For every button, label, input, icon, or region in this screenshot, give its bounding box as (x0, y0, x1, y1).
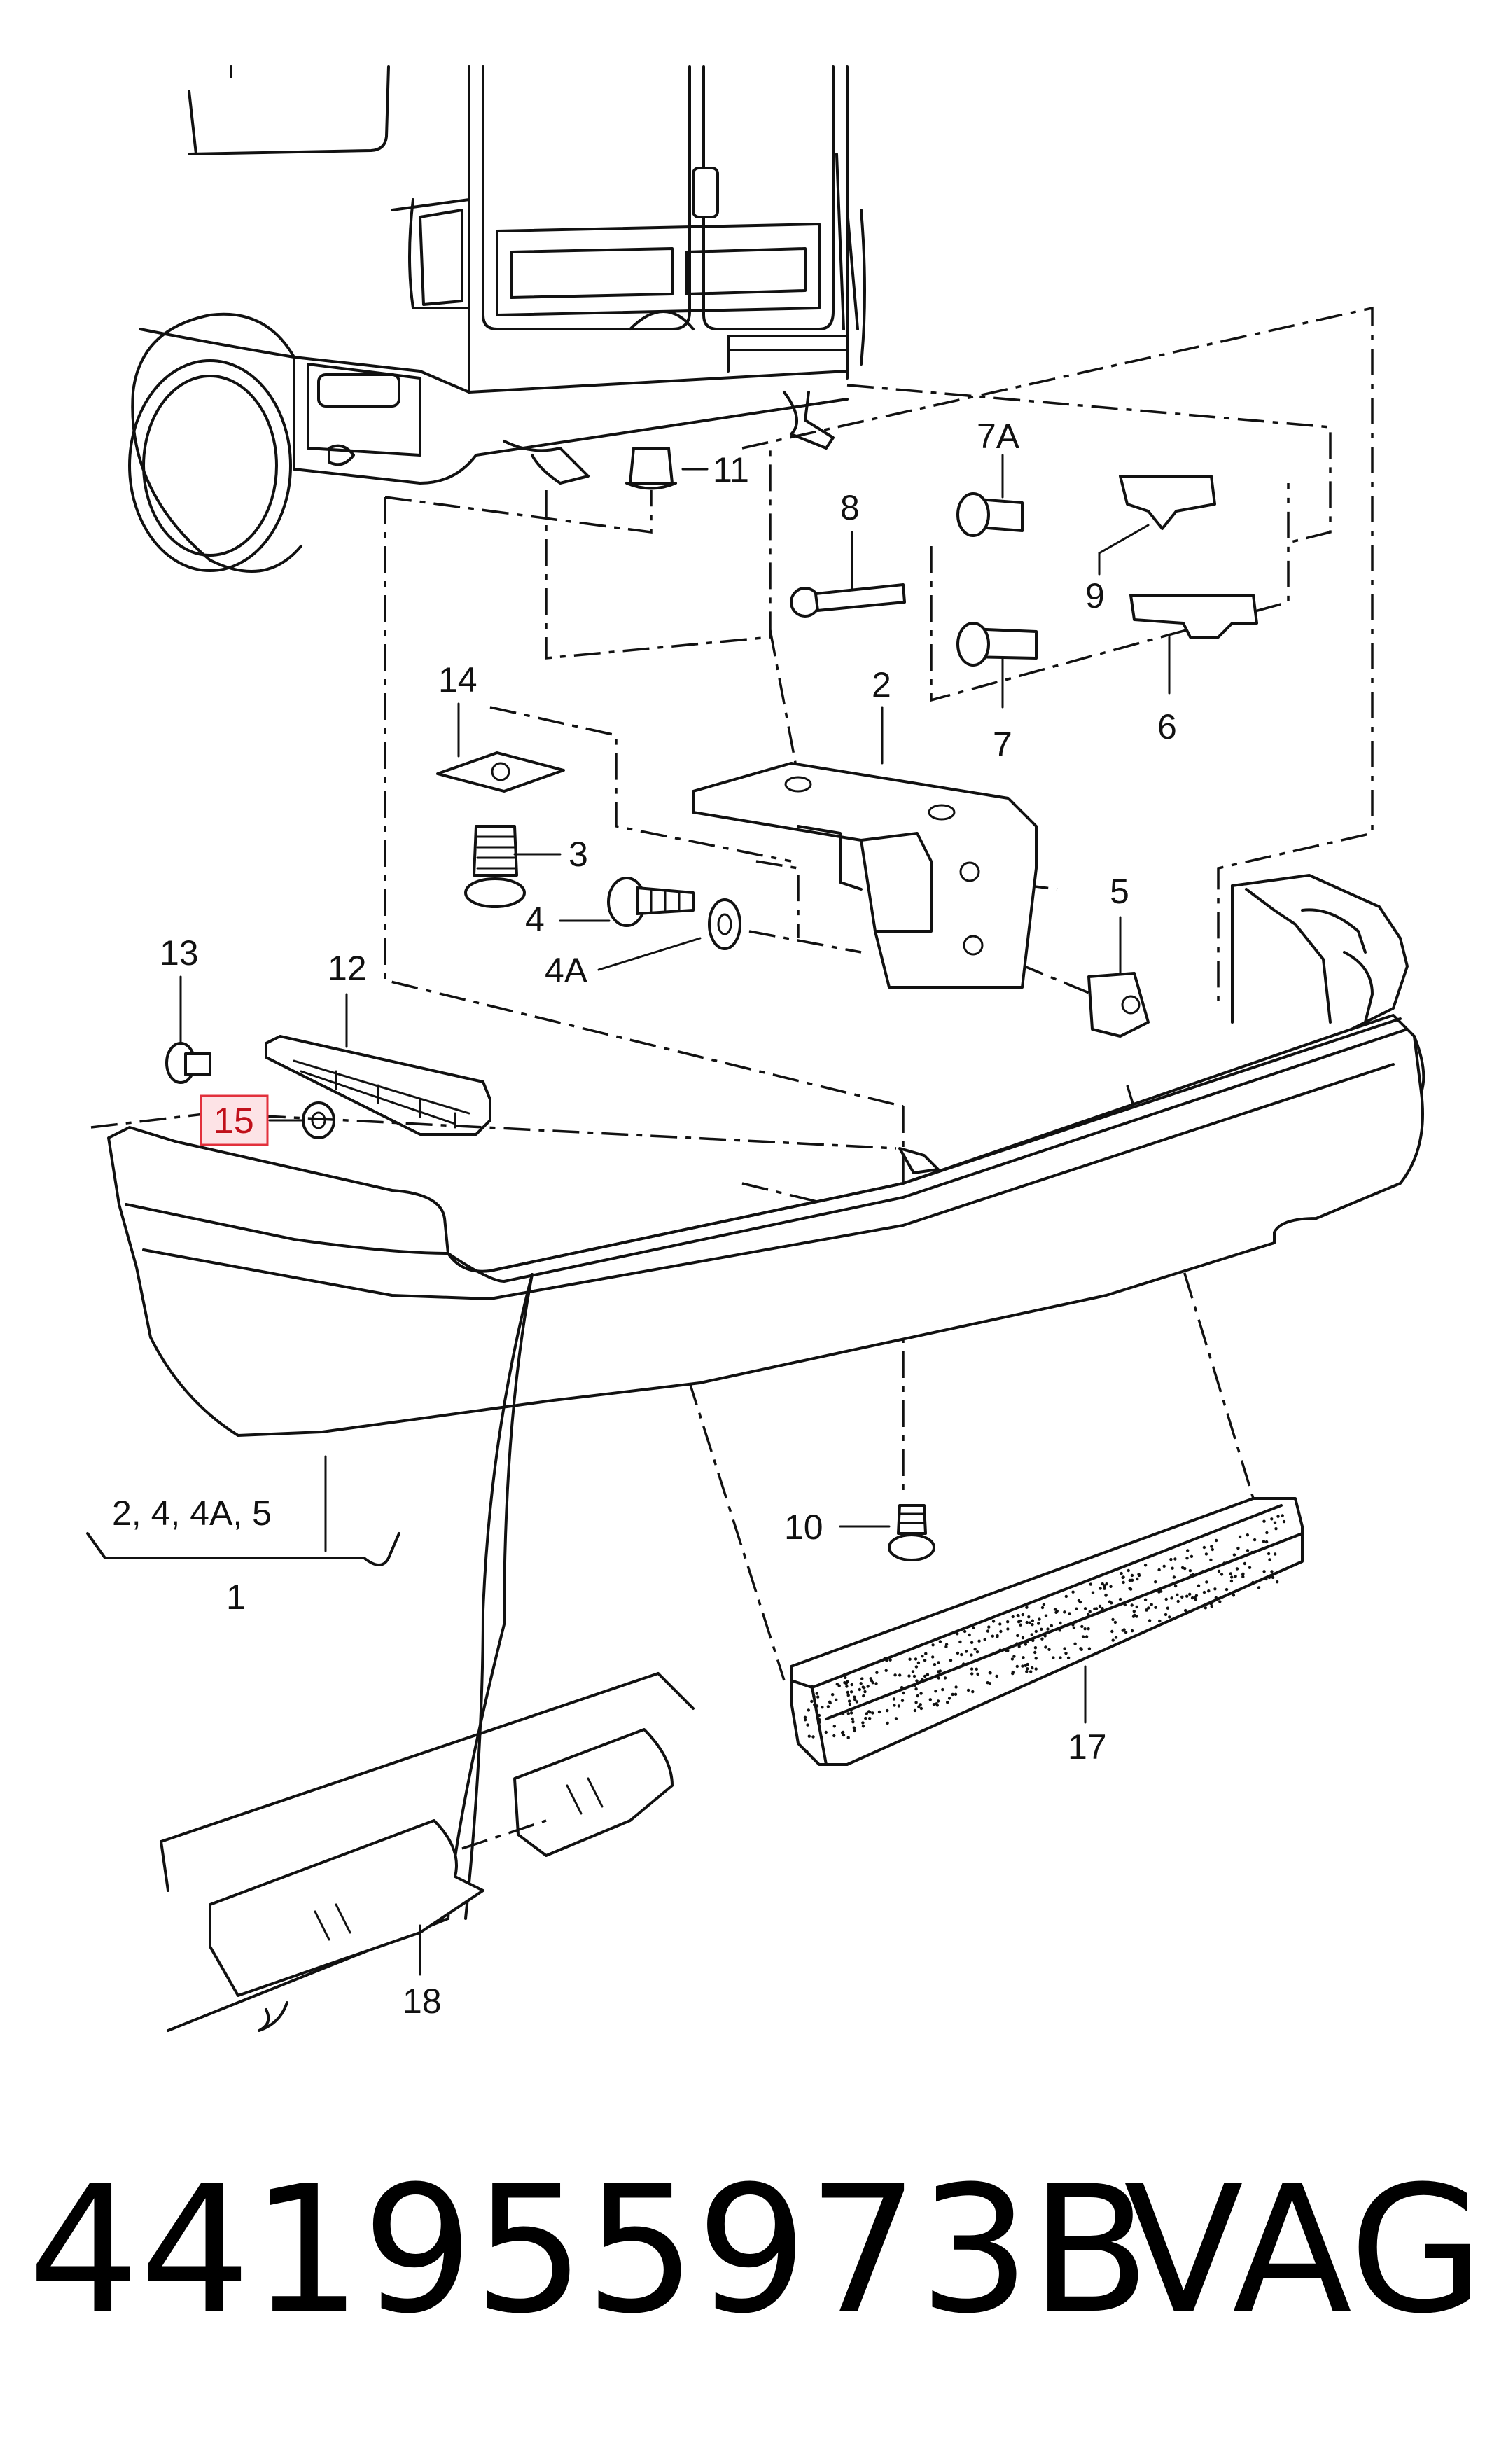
callout-leaders (86, 454, 1171, 1976)
callout-group-parts: 2, 4, 4A, 5 (112, 1494, 272, 1533)
callout-4: 4 (525, 900, 545, 939)
brand-name: VAG (1124, 2148, 1484, 2352)
rear-wheel (128, 312, 302, 573)
footer: 441955973B VAG (28, 2148, 1484, 2352)
callout-14: 14 (438, 660, 477, 699)
mounting-bracket (692, 762, 1038, 989)
callout-17: 17 (1068, 1727, 1107, 1767)
callout-4a: 4A (545, 951, 588, 990)
foam-texture (803, 1514, 1286, 1754)
callout-2: 2 (872, 665, 891, 704)
guide-strip (265, 1035, 491, 1136)
part-number: 441955973B (28, 2148, 1150, 2352)
bumper-cover (107, 874, 1425, 1437)
leader-lines (90, 306, 1374, 1681)
callout-labels: 11 7A 8 9 7 6 14 2 3 4 4A 5 13 12 15 10 … (112, 417, 1177, 2021)
trim-panel (160, 1273, 695, 2032)
callout-11: 11 (713, 450, 749, 489)
callout-12: 12 (328, 949, 367, 988)
callout-15: 15 (214, 1101, 254, 1141)
callout-7a: 7A (977, 417, 1020, 456)
callout-18: 18 (403, 1982, 442, 2021)
foam-insert (790, 1497, 1304, 1766)
callout-8: 8 (840, 488, 860, 527)
hardware-parts (165, 447, 1258, 1561)
callout-15-highlight (200, 1094, 269, 1146)
callout-13: 13 (160, 933, 199, 973)
callout-3: 3 (569, 835, 588, 874)
callout-9: 9 (1085, 576, 1105, 615)
callout-5: 5 (1110, 872, 1129, 911)
callout-group-total: 1 (226, 1578, 246, 1617)
callout-10: 10 (784, 1508, 823, 1547)
callout-7: 7 (993, 725, 1012, 764)
callout-6: 6 (1157, 707, 1177, 746)
vehicle-rear-body (139, 65, 866, 485)
